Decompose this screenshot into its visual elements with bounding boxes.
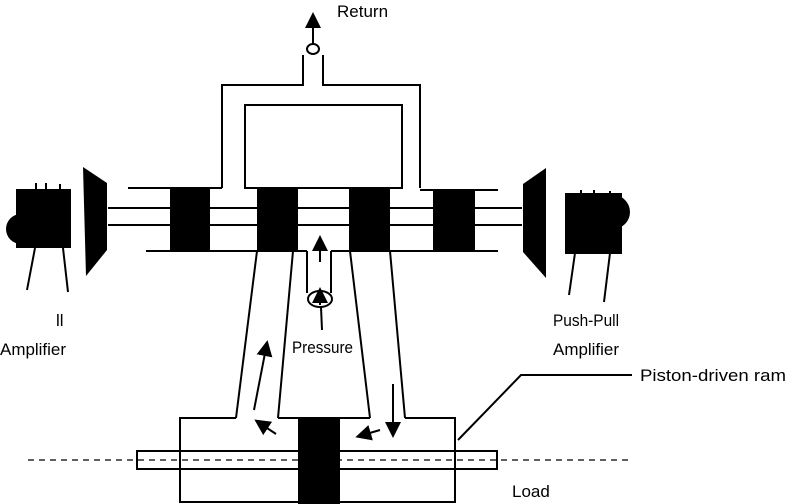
flow-up-arrow-icon <box>253 340 273 411</box>
left-amplifier-partial-label: ll <box>56 311 64 330</box>
load-label: Load <box>512 482 550 501</box>
flow-arrows <box>253 340 401 441</box>
flow-arrow-icon <box>355 425 381 441</box>
return-label: Return <box>337 2 388 21</box>
left-amplifier <box>6 189 71 248</box>
left-armature <box>83 167 107 276</box>
return-chamber <box>244 104 403 189</box>
pressure-label: Pressure <box>292 338 353 357</box>
ram-label: Piston-driven ram <box>640 366 786 385</box>
return-port-circle <box>306 43 320 55</box>
left-amplifier-label: Amplifier <box>0 340 66 359</box>
ram-leader-line <box>457 374 632 441</box>
spool-land-3 <box>349 188 390 251</box>
pressure-port <box>306 235 333 331</box>
return-port <box>221 12 421 189</box>
spool-land-4 <box>433 190 475 251</box>
spool-land-1 <box>170 188 210 251</box>
flow-arrow-icon <box>254 419 277 436</box>
right-amplifier-label-2: Amplifier <box>553 340 619 359</box>
right-amplifier-label-1: Push-Pull <box>553 311 619 330</box>
spool-land-2 <box>257 188 298 251</box>
piston <box>298 418 340 504</box>
flow-channels <box>235 250 406 419</box>
return-duct-right <box>322 55 421 188</box>
right-amplifier <box>565 193 630 254</box>
return-duct-left <box>221 55 304 188</box>
right-armature <box>523 168 546 278</box>
